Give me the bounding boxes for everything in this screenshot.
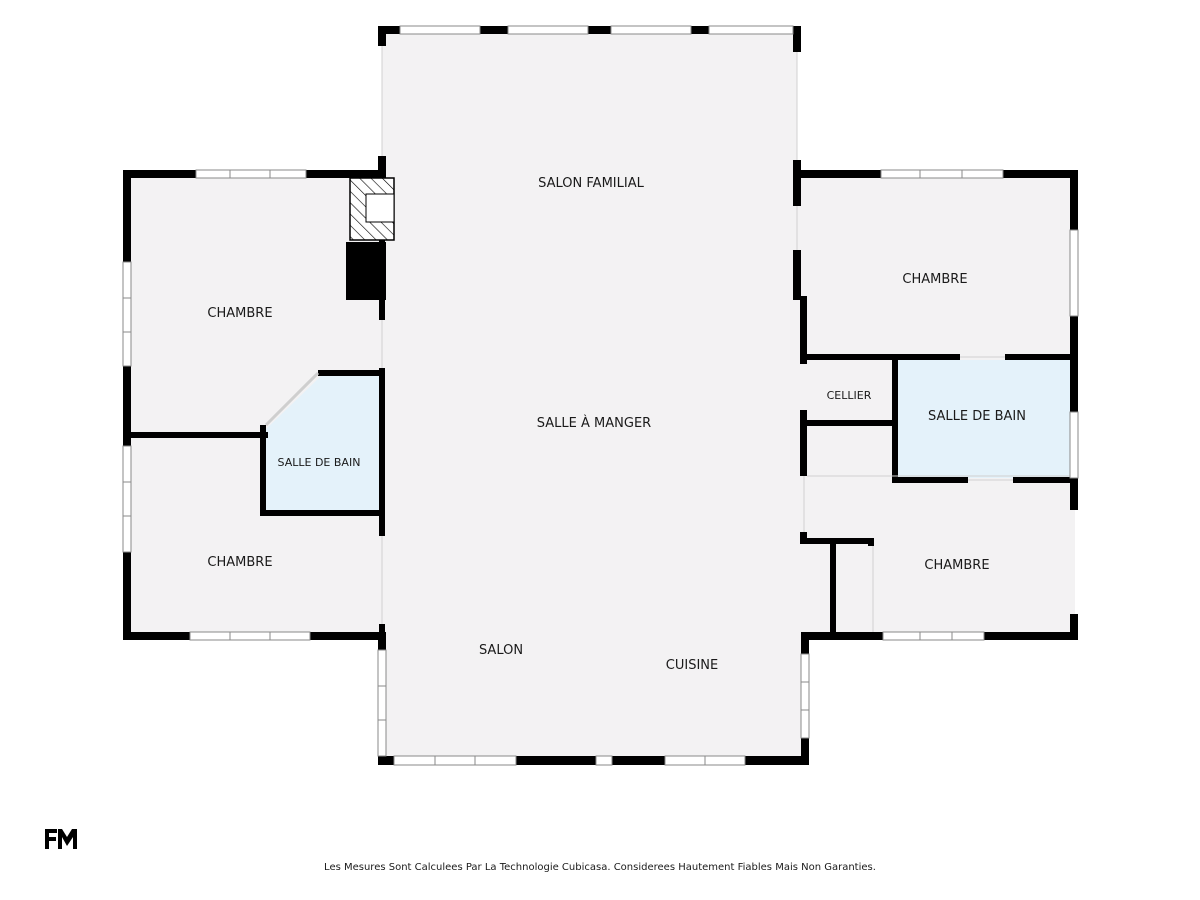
room-label-salon-familial: SALON FAMILIAL (538, 176, 644, 191)
wall-east-wing-south (801, 632, 883, 640)
window (1069, 411, 1079, 479)
wall (378, 156, 386, 176)
wall (1003, 170, 1078, 178)
windows (122, 25, 1079, 766)
room-label-salon: SALON (479, 643, 523, 658)
room-label-salle-de-bain-west: SALLE DE BAIN (278, 456, 361, 469)
window (708, 25, 794, 35)
wall (378, 26, 386, 46)
door-opening (264, 371, 320, 427)
fm-logo-icon (45, 829, 77, 849)
openings (264, 46, 1070, 632)
wall (379, 368, 385, 536)
wall (123, 552, 131, 640)
measurement-disclaimer: Les Mesures Sont Calculees Par La Techno… (324, 862, 876, 873)
room-labels: SALON FAMILIAL SALLE À MANGER SALON CUIS… (207, 176, 1026, 673)
window (377, 649, 387, 757)
window (882, 631, 985, 641)
wall (1070, 316, 1078, 412)
wall (800, 296, 807, 364)
west-bathroom-floor (263, 375, 383, 512)
wall (801, 632, 809, 656)
wall (1013, 477, 1076, 483)
window (800, 653, 810, 739)
chimney-block (346, 242, 386, 300)
wall (868, 538, 874, 546)
window (393, 755, 517, 766)
wall (123, 432, 268, 438)
window (195, 169, 307, 179)
wall (830, 540, 836, 636)
window-mullions (123, 170, 963, 765)
wall-north (378, 26, 801, 34)
room-label-chambre-west-lower: CHAMBRE (207, 555, 272, 570)
wall (123, 170, 131, 262)
fireplace-icon (349, 177, 395, 241)
room-label-chambre-west-upper: CHAMBRE (207, 306, 272, 321)
room-label-chambre-east-upper: CHAMBRE (902, 272, 967, 287)
wall (1070, 170, 1078, 230)
wall (260, 425, 266, 516)
wall (800, 410, 807, 476)
wall (800, 538, 874, 544)
floor-areas (127, 30, 1075, 762)
window (610, 25, 692, 35)
wall (793, 160, 801, 206)
wall (379, 624, 385, 640)
window (122, 445, 132, 553)
window (122, 261, 132, 367)
east-bathroom-floor (896, 360, 1071, 478)
window (399, 25, 481, 35)
wall (1070, 614, 1078, 640)
central-floor (382, 30, 797, 762)
wall (800, 420, 896, 426)
wall-east-wing-north (797, 170, 881, 178)
wall (984, 632, 1078, 640)
room-label-salle-a-manger: SALLE À MANGER (537, 415, 651, 431)
window (880, 169, 1004, 179)
room-label-cellier: CELLIER (827, 389, 872, 402)
wall (800, 354, 960, 360)
wall-south (378, 756, 809, 765)
wall (318, 370, 384, 376)
wall (123, 366, 131, 446)
wall (892, 477, 968, 483)
room-label-cuisine: CUISINE (666, 658, 718, 673)
wall (260, 510, 384, 516)
room-label-salle-de-bain-east: SALLE DE BAIN (928, 409, 1026, 424)
window (1069, 229, 1079, 317)
window (189, 631, 311, 641)
wall (793, 26, 801, 52)
window (507, 25, 589, 35)
wall (1005, 354, 1075, 360)
wall (1070, 478, 1078, 510)
window (595, 755, 613, 766)
wall (378, 640, 386, 650)
wall (793, 250, 801, 300)
wall (801, 738, 809, 765)
room-label-chambre-east-lower: CHAMBRE (924, 558, 989, 573)
